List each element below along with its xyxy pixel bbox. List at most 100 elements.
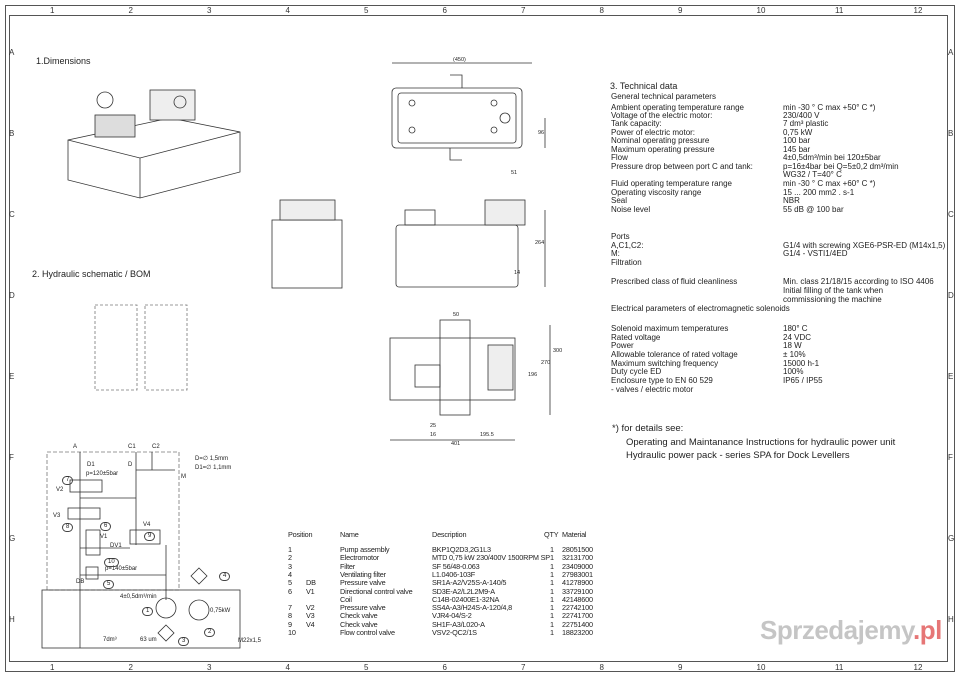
bom-cell-name: Electromotor — [340, 553, 379, 563]
bom-cell-desc: SD3E-A2/L2L2M9-A — [432, 586, 495, 596]
bom-cell-mat: 32131700 — [562, 553, 593, 563]
bom-cell-qty: 1 — [550, 603, 554, 613]
tech-label: Solenoid maximum temperatures — [611, 324, 729, 333]
bom-cell-code: V3 — [306, 611, 315, 621]
schematic-label-tank: 7dm³ — [103, 637, 117, 643]
grid-column-label: 9 — [678, 6, 683, 15]
grid-row-label: H — [9, 615, 15, 624]
bom-cell-mat: 28051500 — [562, 545, 593, 554]
grid-column-label: 6 — [442, 6, 447, 15]
bom-header: Position — [288, 530, 313, 539]
bom-cell-mat: 23409000 — [562, 561, 593, 571]
bom-cell-name: Check valve — [340, 619, 378, 629]
dimension-label: 16 — [430, 432, 437, 438]
schematic-label-port-m: M — [181, 474, 186, 480]
grid-column-label: 12 — [913, 663, 923, 672]
grid-row-label: F — [9, 453, 14, 462]
bom-cell-mat: 42148600 — [562, 594, 593, 604]
schematic-label-port-c2: C2 — [152, 444, 160, 450]
grid-column-label: 2 — [128, 6, 133, 15]
bom-cell-qty: 1 — [550, 611, 554, 621]
dimension-label: 270 — [541, 360, 551, 366]
bom-cell-code: V1 — [306, 586, 315, 596]
bom-cell-qty: 1 — [550, 594, 554, 604]
section-dimensions-title: 1.Dimensions — [36, 56, 91, 66]
bom-cell-code: V2 — [306, 603, 315, 613]
grid-row-label: G — [948, 534, 955, 543]
tech-label: Fluid operating temperature range — [611, 179, 732, 188]
bom-cell-mat: 18823200 — [562, 628, 593, 637]
bom-cell-name: Pump assembly — [340, 545, 390, 554]
bom-cell-mat: 22742100 — [562, 603, 593, 613]
tech-label: Voltage of the electric motor: — [611, 111, 713, 120]
grid-row-label: D — [9, 291, 15, 300]
drawing-frame — [5, 5, 955, 672]
tech-label: Allowable tolerance of rated voltage — [611, 350, 738, 359]
tech-label: Maximum operating pressure — [611, 145, 715, 154]
bom-cell-name: Flow control valve — [340, 628, 395, 637]
schematic-label-p140: p=140±5bar — [105, 566, 138, 572]
notes-heading: *) for details see: — [612, 423, 684, 434]
tech-label: - valves / electric motor — [611, 385, 694, 394]
section-technical-title: 3. Technical data — [610, 81, 678, 91]
tech-label: Nominal operating pressure — [611, 136, 710, 145]
bom-cell-pos: 7 — [288, 603, 292, 613]
schematic-label-v3: V3 — [53, 513, 61, 519]
schematic-label-p120: p=120±5bar — [86, 471, 119, 477]
dimension-label: 96 — [538, 130, 545, 136]
grid-row-label: C — [9, 210, 15, 219]
schematic-label-filter: 63 um — [140, 637, 157, 643]
tech-value: Initial filling of the tank when — [783, 286, 884, 295]
bom-cell-qty: 1 — [550, 619, 554, 629]
tech-value: p=16±4bar bei Q=5±0,2 dm³/min — [783, 162, 899, 171]
schematic-label-db: DB — [76, 579, 85, 585]
tech-value: 55 dB @ 100 bar — [783, 205, 844, 214]
grid-row-label: E — [948, 372, 954, 381]
schematic-label-port-a: A — [73, 444, 78, 450]
callout-bubble: 3 — [178, 637, 190, 646]
tech-label: Pressure drop between port C and tank: — [611, 162, 753, 171]
dimension-label: 196 — [528, 372, 538, 378]
tech-label: Operating viscosity range — [611, 188, 702, 197]
grid-column-label: 5 — [364, 663, 369, 672]
grid-column-label: 11 — [835, 663, 844, 672]
bom-cell-mat: 41278900 — [562, 578, 593, 588]
tech-value: 18 W — [783, 341, 802, 350]
grid-column-label: 8 — [599, 6, 604, 15]
tech-value: G1/4 - VSTI1/4ED — [783, 249, 848, 258]
tech-value: 24 VDC — [783, 333, 812, 342]
grid-row-label: B — [948, 129, 954, 138]
bom-cell-pos: 1 — [288, 545, 292, 554]
drawing-inner-border — [9, 15, 948, 662]
bom-cell-mat: 33729100 — [562, 586, 593, 596]
grid-column-label: 6 — [442, 663, 447, 672]
notes-line: Hydraulic power pack - series SPA for Do… — [626, 450, 850, 461]
bom-cell-pos: 9 — [288, 619, 292, 629]
bom-cell-code: DB — [306, 578, 316, 588]
tech-label: Power of electric motor: — [611, 128, 696, 137]
electrical-params-title: Electrical parameters of electromagnetic… — [611, 304, 790, 313]
tech-value: 180° C — [783, 324, 808, 333]
callout-bubble: 6 — [100, 522, 112, 531]
grid-column-label: 7 — [521, 663, 526, 672]
grid-column-label: 4 — [285, 663, 290, 672]
bom-cell-mat: 27983001 — [562, 569, 593, 579]
bom-cell-name: Pressure valve — [340, 578, 386, 588]
tech-value: min -30 ° C max +50° C *) — [783, 103, 876, 112]
bom-cell-desc: BKP1Q2D3,2G1L3 — [432, 545, 491, 554]
bom-cell-desc: VSV2-QC2/1S — [432, 628, 477, 637]
bom-cell-qty: 1 — [550, 569, 554, 579]
callout-bubble: 10 — [104, 558, 119, 567]
grid-row-label: E — [9, 372, 15, 381]
schematic-label-motor: 0,75kW — [210, 608, 231, 614]
bom-cell-qty: 1 — [550, 586, 554, 596]
watermark-logo: Sprzedajemy.pl — [760, 615, 942, 645]
bom-cell-pos: 4 — [288, 569, 292, 579]
tech-label: Prescribed class of fluid cleanliness — [611, 277, 738, 286]
grid-column-label: 1 — [50, 6, 55, 15]
grid-column-label: 10 — [756, 6, 766, 15]
bom-cell-pos: 3 — [288, 561, 292, 571]
grid-column-label: 1 — [50, 663, 55, 672]
bom-cell-qty: 1 — [550, 578, 554, 588]
